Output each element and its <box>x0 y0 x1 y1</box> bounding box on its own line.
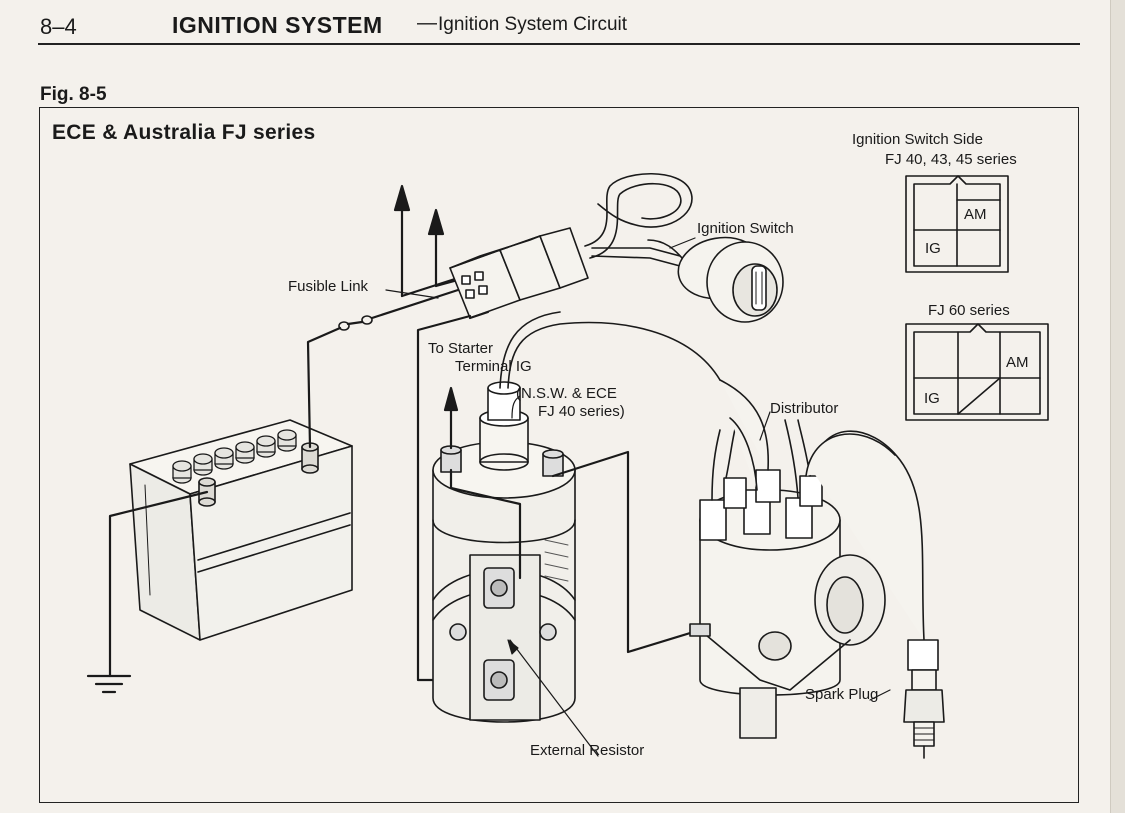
distributor-lead <box>689 623 851 691</box>
page-number: 8–4 <box>40 14 77 39</box>
ignition-switch-drawing <box>677 236 784 323</box>
fusible-link-label: Fusible Link <box>288 278 369 295</box>
leader-lines <box>385 237 891 757</box>
fj60-ig-label: IG <box>924 390 940 407</box>
fj40-series-note: FJ 40 series) <box>538 403 625 420</box>
title-separator: — <box>417 12 437 34</box>
ground-symbol <box>86 490 209 694</box>
terminal-ig-label: Terminal IG <box>455 358 532 375</box>
switch-side-heading: Ignition Switch Side <box>852 131 983 148</box>
nsw-ece-label: (N.S.W. & ECE <box>516 385 617 402</box>
ig-terminal-label: IG <box>925 240 941 257</box>
fusible-link-wire <box>306 288 460 449</box>
spark-plug-label: Spark Plug <box>805 686 879 703</box>
switch-harness <box>584 172 693 267</box>
arrow-icon <box>393 184 460 298</box>
switch-side-connector <box>905 175 1009 273</box>
am-terminal-label: AM <box>964 206 987 223</box>
external-resistor-label: External Resistor <box>530 742 645 759</box>
connector-block <box>449 227 589 319</box>
spark-plug-drawing <box>903 639 945 759</box>
fj60-connector <box>905 323 1049 421</box>
battery-drawing <box>129 419 353 641</box>
distributor-drawing <box>699 379 925 739</box>
chapter-title: IGNITION SYSTEM <box>172 12 383 38</box>
fj60-am-label: AM <box>1006 354 1029 371</box>
figure-frame <box>39 107 1079 803</box>
to-starter-label: To Starter <box>428 340 494 357</box>
fj60-heading: FJ 60 series <box>928 302 1010 319</box>
header-rule <box>38 43 1080 45</box>
ignition-switch-label: Ignition Switch <box>697 220 794 237</box>
ignition-coil <box>432 311 721 723</box>
coil-wiring <box>443 386 702 654</box>
section-title: Ignition System Circuit <box>438 14 628 35</box>
series-title: ECE & Australia FJ series <box>52 121 316 144</box>
switch-side-series: FJ 40, 43, 45 series <box>885 151 1017 168</box>
distributor-label: Distributor <box>770 400 839 417</box>
figure-number: Fig. 8-5 <box>40 84 107 105</box>
page-edge <box>1110 0 1125 813</box>
